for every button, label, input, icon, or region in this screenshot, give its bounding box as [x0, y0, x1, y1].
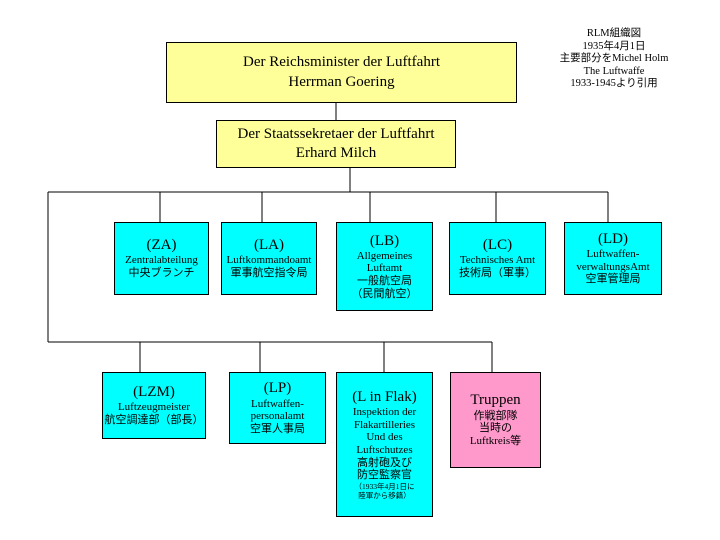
office-l-in-flak-name-ja-2: 防空監察官 — [357, 469, 412, 482]
office-ld-name-ja: 空軍管理局 — [585, 273, 641, 286]
troops-title: Truppen — [470, 392, 521, 409]
office-lc-name-ja: 技術局（軍事） — [459, 267, 536, 280]
office-ld-box: (LD) Luftwaffen- verwaltungsAmt 空軍管理局 — [564, 222, 662, 295]
office-lb-note-ja: （民間航空） — [351, 287, 418, 300]
office-l-in-flak-box: (L in Flak) Inspektion der Flakartilleri… — [336, 372, 433, 517]
secretary-name: Erhard Milch — [295, 145, 377, 161]
office-lp-name-1: Luftwaffen- — [251, 397, 304, 410]
office-lp-code: (LP) — [263, 380, 292, 397]
source-note: RLM組織図 1935年4月1日 主要部分をMichel Holm The Lu… — [552, 28, 676, 91]
office-za-box: (ZA) Zentralabteilung 中央ブランチ — [114, 222, 209, 295]
office-lzm-code: (LZM) — [133, 384, 175, 401]
office-ld-code: (LD) — [598, 230, 628, 247]
office-l-in-flak-name-4: Luftschutzes — [356, 444, 413, 457]
office-l-in-flak-note-2: 陸軍から移籍） — [358, 491, 411, 501]
office-lzm-name: Luftzeugmeister — [117, 401, 191, 414]
source-note-line-3: 主要部分をMichel Holm — [559, 53, 669, 65]
office-l-in-flak-name-1: Inspektion der — [352, 406, 417, 419]
office-l-in-flak-code: (L in Flak) — [352, 388, 417, 405]
office-la-name-ja: 軍事航空指令局 — [230, 267, 308, 280]
office-lc-name: Technisches Amt — [459, 254, 536, 267]
office-lb-box: (LB) Allgemeines Luftamt 一般航空局 （民間航空） — [336, 222, 433, 311]
office-l-in-flak-name-2: Flakartilleries — [353, 418, 416, 431]
secretary-title: Der Staatssekretaer der Luftfahrt — [237, 125, 435, 142]
office-la-name: Luftkommandoamt — [226, 254, 312, 267]
office-l-in-flak-note-1: （1933年4月1日に — [354, 482, 415, 492]
minister-title: Der Reichsminister der Luftfahrt — [242, 54, 440, 70]
source-note-date: 1935年4月1日 — [582, 40, 646, 52]
office-ld-name-2: verwaltungsAmt — [576, 260, 650, 273]
minister-name: Herrman Goering — [288, 73, 395, 90]
office-lp-name-2: personalamt — [250, 410, 305, 423]
office-lb-name-1: Allgemeines — [356, 249, 413, 262]
office-lb-name-ja: 一般航空局 — [357, 275, 412, 288]
office-la-code: (LA) — [254, 237, 284, 254]
troops-line-2: 当時の — [479, 422, 512, 435]
troops-box: Truppen 作戦部隊 当時の Luftkreis等 — [450, 372, 541, 468]
source-note-line-4: The Luftwaffe — [583, 65, 645, 77]
office-za-name: Zentralabteilung — [125, 254, 198, 267]
source-note-line-5: 1933-1945より引用 — [570, 78, 658, 90]
troops-line-1: 作戦部隊 — [473, 409, 518, 422]
source-note-title: RLM組織図 — [586, 28, 642, 39]
office-lb-name-2: Luftamt — [366, 262, 403, 275]
office-l-in-flak-name-ja-1: 高射砲及び — [357, 456, 412, 469]
office-za-code: (ZA) — [146, 237, 177, 254]
office-lzm-box: (LZM) Luftzeugmeister 航空調達部（部長） — [102, 372, 206, 439]
troops-line-3: Luftkreis等 — [469, 434, 522, 447]
office-l-in-flak-name-3: Und des — [366, 431, 403, 444]
secretary-box: Der Staatssekretaer der Luftfahrt Erhard… — [216, 120, 456, 168]
office-lc-code: (LC) — [482, 237, 513, 254]
minister-box: Der Reichsminister der Luftfahrt Herrman… — [166, 42, 517, 103]
office-lb-code: (LB) — [369, 232, 400, 249]
office-lp-name-ja: 空軍人事局 — [250, 422, 305, 435]
office-za-name-ja: 中央ブランチ — [128, 267, 195, 280]
office-lp-box: (LP) Luftwaffen- personalamt 空軍人事局 — [229, 372, 326, 444]
office-lc-box: (LC) Technisches Amt 技術局（軍事） — [449, 222, 546, 295]
office-ld-name-1: Luftwaffen- — [586, 248, 640, 261]
office-lzm-name-ja: 航空調達部（部長） — [104, 414, 204, 427]
office-la-box: (LA) Luftkommandoamt 軍事航空指令局 — [221, 222, 317, 295]
